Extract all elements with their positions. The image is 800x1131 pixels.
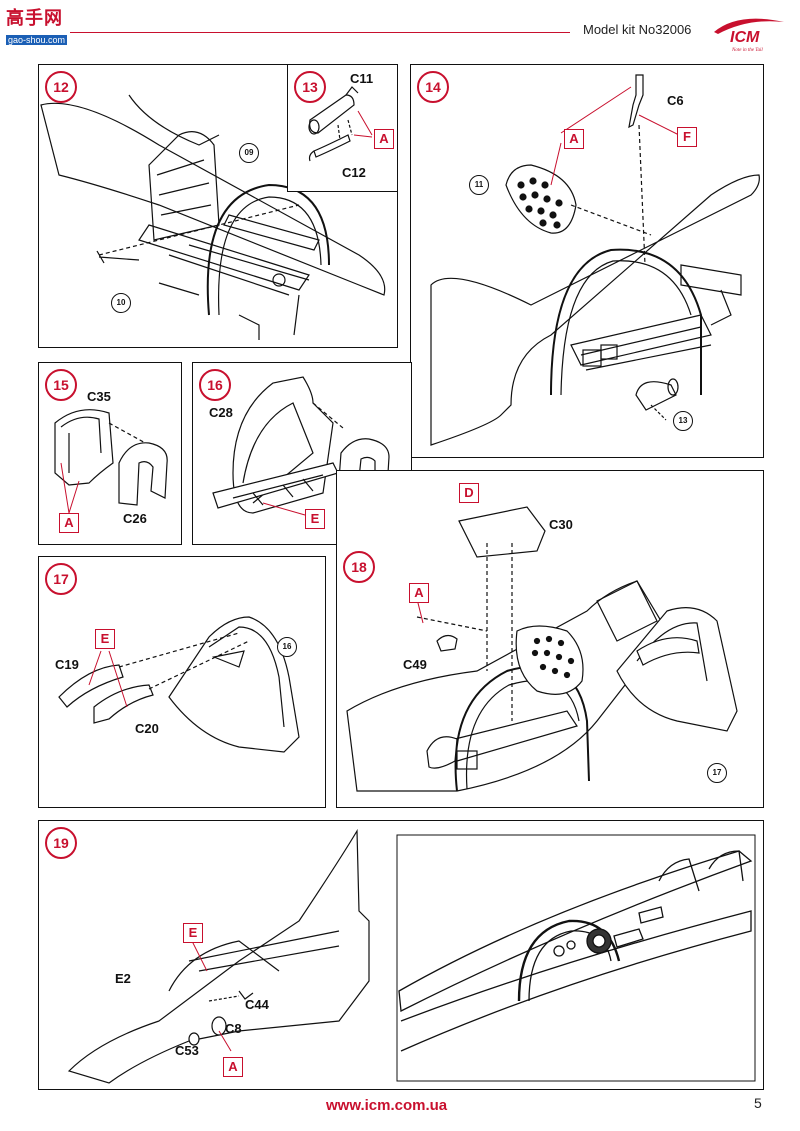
step-13-badge: 13 xyxy=(294,71,326,103)
step-14-drawing xyxy=(430,74,760,446)
step-13-tag-A: A xyxy=(374,129,394,149)
page-number: 5 xyxy=(754,1095,762,1111)
step-12-badge: 12 xyxy=(45,71,77,103)
watermark-cn-text: 高手网 xyxy=(6,8,63,29)
part-C44: C44 xyxy=(245,997,269,1012)
step-18-tag-A: A xyxy=(409,583,429,603)
logo-text: ICM xyxy=(730,29,760,46)
part-C53: C53 xyxy=(175,1043,199,1058)
step-18-tag-D: D xyxy=(459,483,479,503)
step-19-badge: 19 xyxy=(45,827,77,859)
part-C28: C28 xyxy=(209,405,233,420)
step-15-panel: 15 C35 C26 A xyxy=(38,362,182,545)
step-13-drawing xyxy=(308,86,373,162)
part-C6: C6 xyxy=(667,93,684,108)
step-14-panel: 14 C6 A F 11 13 xyxy=(410,64,764,458)
step-17-badge: 17 xyxy=(45,563,77,595)
step-17-drawing xyxy=(58,616,300,753)
step-15-badge: 15 xyxy=(45,369,77,401)
step-14-ref-13: 13 xyxy=(673,411,693,431)
step-14-ref-11: 11 xyxy=(469,175,489,195)
step-19-drawing xyxy=(67,828,756,1084)
step-14-tag-F: F xyxy=(677,127,697,147)
step-18-panel: 18 C30 C49 D A 17 xyxy=(336,470,764,808)
watermark-logo: 高手网 gao-shou.com xyxy=(6,4,70,45)
step-19-tag-E: E xyxy=(183,923,203,943)
step-14-tag-A: A xyxy=(564,129,584,149)
part-C26: C26 xyxy=(123,511,147,526)
part-C49: C49 xyxy=(403,657,427,672)
step-16-badge: 16 xyxy=(199,369,231,401)
part-C19: C19 xyxy=(55,657,79,672)
part-C12: C12 xyxy=(342,165,366,180)
step-17-tag-E: E xyxy=(95,629,115,649)
step-12-ref-09: 09 xyxy=(239,143,259,163)
part-C8: C8 xyxy=(225,1021,242,1036)
icm-logo: ICM Note in the Tail xyxy=(708,12,788,53)
step-12-drawing xyxy=(40,94,386,340)
watermark-url-text: gao-shou.com xyxy=(6,35,68,45)
step-15-drawing xyxy=(54,409,168,514)
step-18-badge: 18 xyxy=(343,551,375,583)
step-17-panel: 17 C19 C20 E 16 xyxy=(38,556,326,808)
part-C30: C30 xyxy=(549,517,573,532)
step-14-badge: 14 xyxy=(417,71,449,103)
model-kit-number: Model kit No32006 xyxy=(583,22,692,37)
step-18-ref-17: 17 xyxy=(707,763,727,783)
step-15-tag-A: A xyxy=(59,513,79,533)
step-19-tag-A: A xyxy=(223,1057,243,1077)
header-rule xyxy=(70,32,570,33)
part-C20: C20 xyxy=(135,721,159,736)
step-12-ref-10: 10 xyxy=(111,293,131,313)
footer-website-link[interactable]: www.icm.com.ua xyxy=(326,1097,448,1114)
step-17-ref-16: 16 xyxy=(277,637,297,657)
step-13-panel: 13 C11 C12 A xyxy=(287,64,398,192)
logo-tagline: Note in the Tail xyxy=(731,48,763,53)
part-C35: C35 xyxy=(87,389,111,404)
step-16-tag-E: E xyxy=(305,509,325,529)
step-18-drawing xyxy=(346,506,738,792)
step-19-panel: 19 E2 C44 C8 C53 E A xyxy=(38,820,764,1090)
part-E2: E2 xyxy=(115,971,131,986)
part-C11: C11 xyxy=(350,71,374,86)
